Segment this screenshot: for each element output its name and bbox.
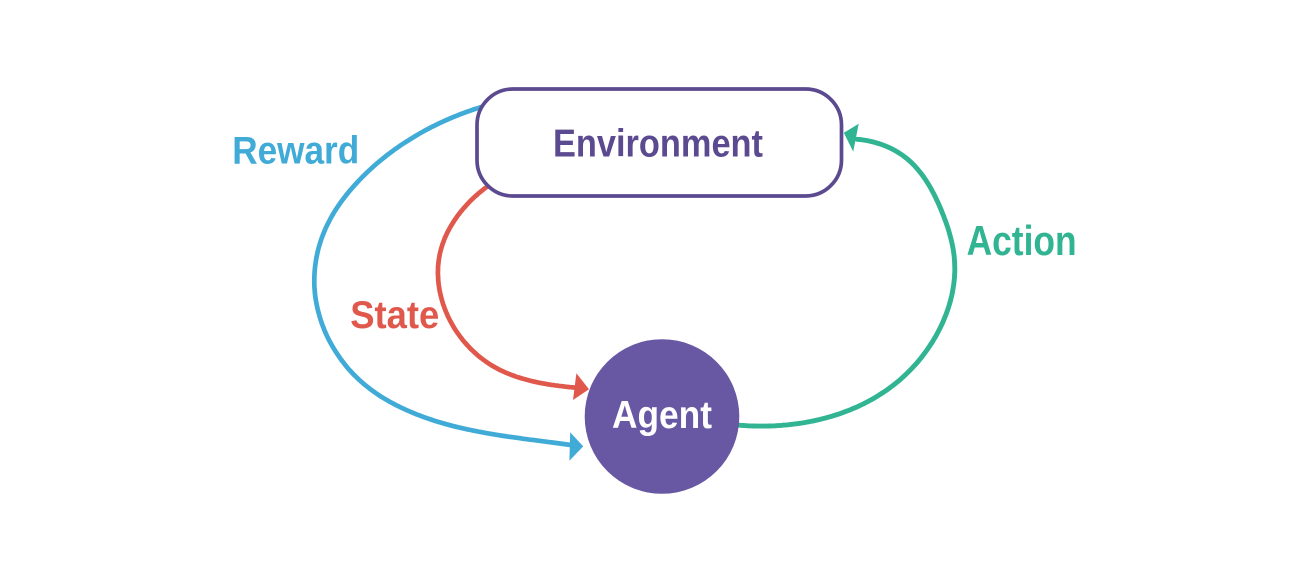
svg-text:Agent: Agent (612, 394, 712, 437)
svg-text:Action: Action (967, 217, 1077, 264)
svg-text:Reward: Reward (232, 129, 359, 172)
svg-text:State: State (350, 294, 439, 337)
svg-text:Environment: Environment (553, 123, 763, 166)
